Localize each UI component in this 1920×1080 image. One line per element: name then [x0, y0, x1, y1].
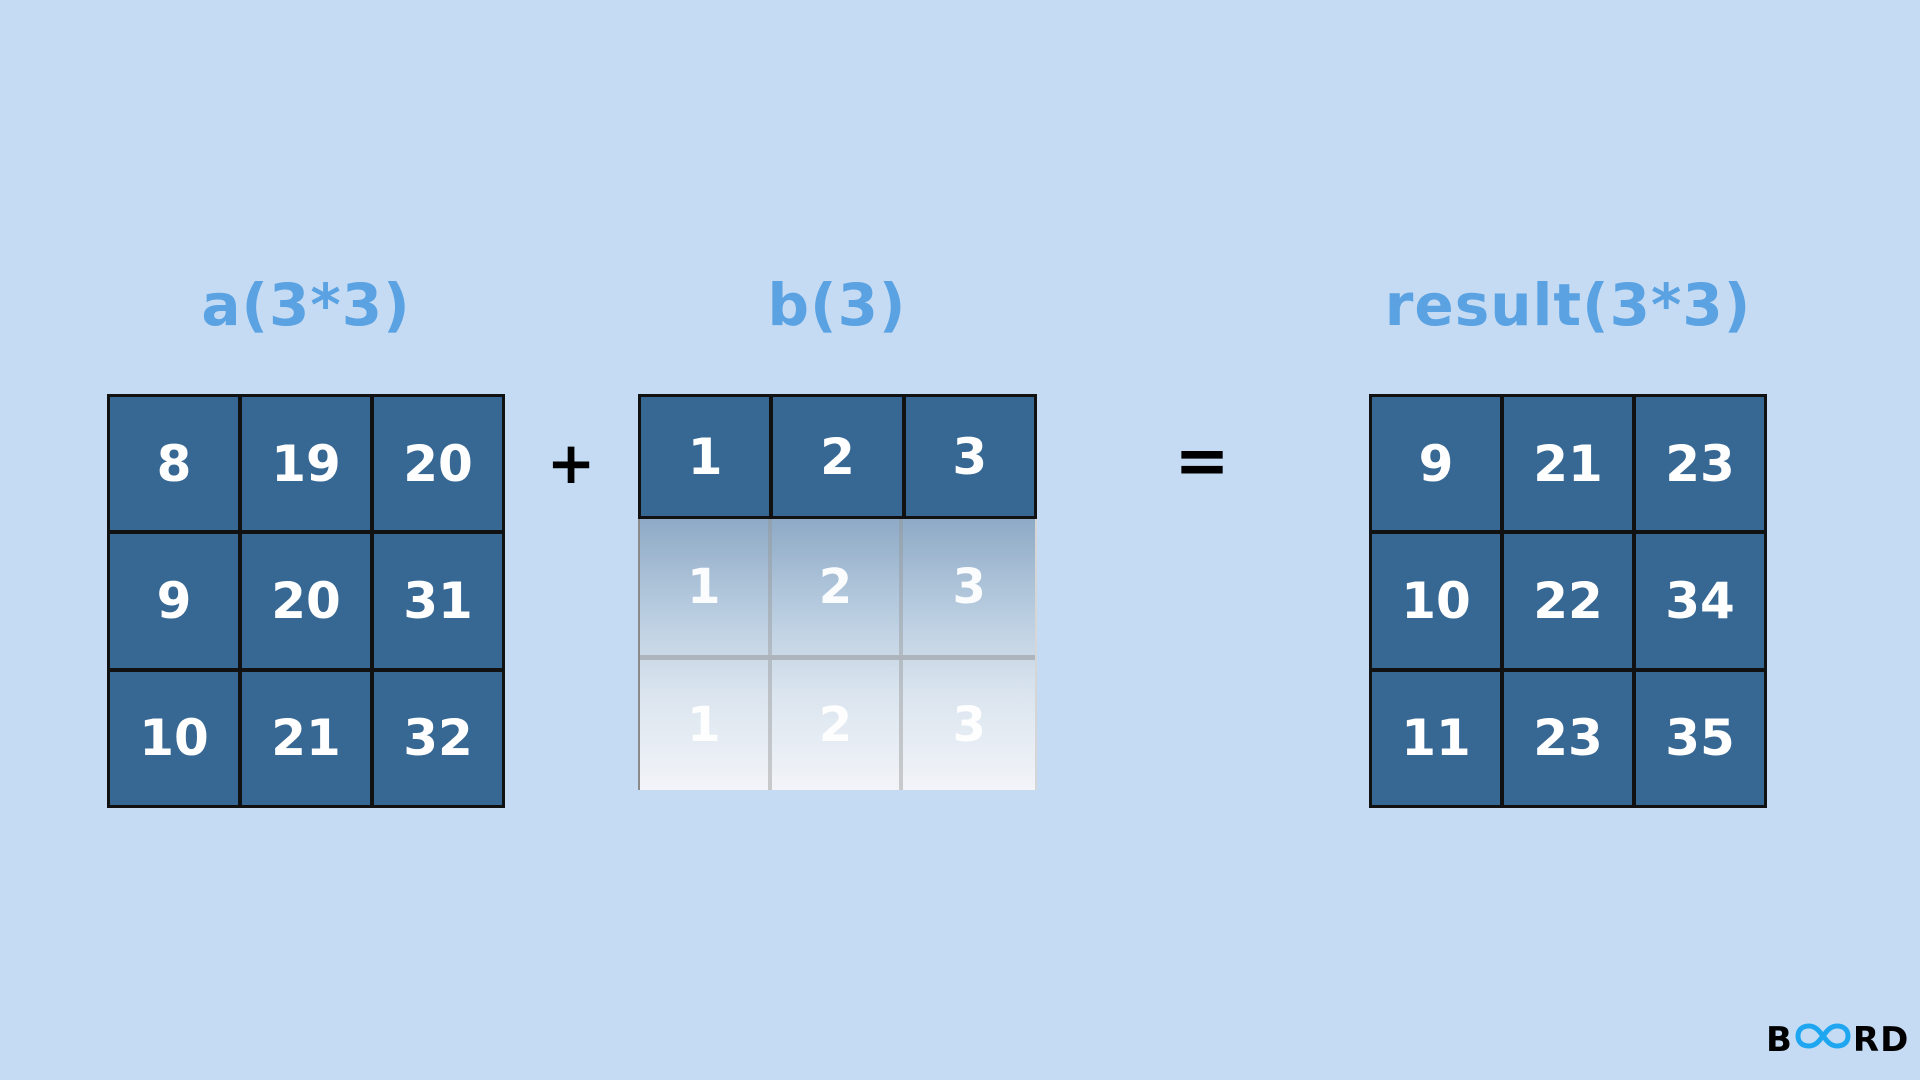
- vector-b-cell: 3: [905, 397, 1034, 516]
- result-cell: 21: [1504, 397, 1632, 531]
- matrix-a-cell: 20: [374, 397, 502, 531]
- vector-b-cell: 1: [641, 397, 770, 516]
- broadcast-cell: 3: [952, 697, 986, 753]
- vector-b-title: b(3): [767, 271, 907, 339]
- result-cell: 34: [1636, 534, 1764, 668]
- matrix-a-cell: 10: [110, 671, 238, 805]
- broadcast-cell: 3: [952, 559, 986, 615]
- broadcast-cell: 1: [640, 519, 772, 655]
- broadcast-cell: 2: [772, 660, 904, 790]
- matrix-a: 8 19 20 9 20 31 10 21 32: [107, 394, 505, 808]
- result-cell: 11: [1372, 671, 1500, 805]
- equals-operator: =: [1174, 422, 1230, 499]
- matrix-a-cell: 20: [242, 534, 370, 668]
- result-matrix-title: result(3*3): [1384, 271, 1752, 339]
- broadcast-ghost-rows: 1 2 3 1 2 3: [638, 519, 1037, 790]
- matrix-a-cell: 31: [374, 534, 502, 668]
- broadcast-row: 1 2 3: [640, 519, 1035, 660]
- broadcast-row: 1 2 3: [640, 660, 1035, 790]
- matrix-a-cell: 19: [242, 397, 370, 531]
- result-cell: 23: [1504, 671, 1632, 805]
- vector-b-row: 1 2 3: [638, 394, 1037, 519]
- result-cell: 23: [1636, 397, 1764, 531]
- logo-text-end: RD: [1852, 1020, 1910, 1060]
- result-cell: 22: [1504, 534, 1632, 668]
- matrix-a-cell: 8: [110, 397, 238, 531]
- matrix-a-cell: 32: [374, 671, 502, 805]
- vector-b-cell: 2: [773, 397, 902, 516]
- matrix-a-cell: 9: [110, 534, 238, 668]
- result-cell: 9: [1372, 397, 1500, 531]
- board-logo: B RD: [1766, 1020, 1910, 1060]
- matrix-a-cell: 21: [242, 671, 370, 805]
- matrix-a-title: a(3*3): [201, 271, 411, 339]
- broadcast-cell: 1: [640, 660, 772, 790]
- infinity-loop-icon: [1795, 1020, 1851, 1060]
- plus-operator: +: [546, 429, 596, 497]
- result-cell: 35: [1636, 671, 1764, 805]
- broadcast-cell: 2: [772, 519, 904, 655]
- result-cell: 10: [1372, 534, 1500, 668]
- result-matrix: 9 21 23 10 22 34 11 23 35: [1369, 394, 1767, 808]
- logo-text-start: B: [1766, 1020, 1793, 1060]
- vector-b-broadcast: 1 2 3 1 2 3 1 2 3: [638, 394, 1037, 790]
